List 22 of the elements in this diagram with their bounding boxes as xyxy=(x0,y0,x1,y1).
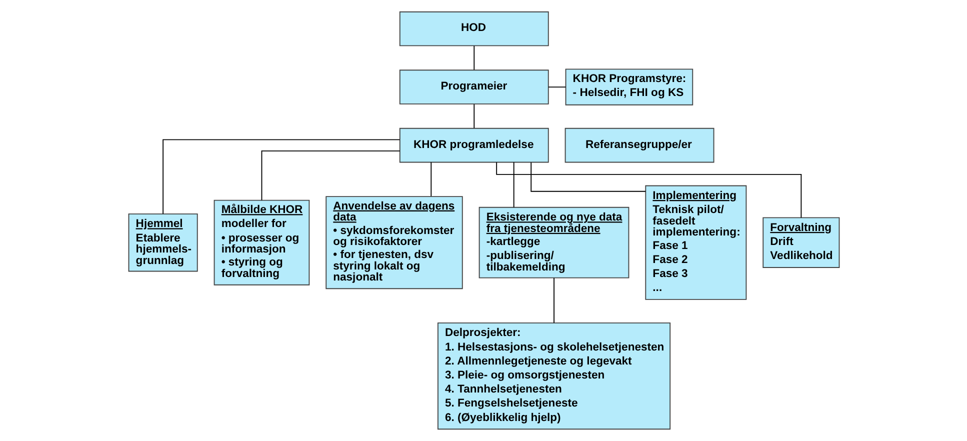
node-box: Programeier xyxy=(398,70,548,104)
node-box: Forvaltning Drift Vedlikehold xyxy=(762,217,840,268)
node-box: Referansegruppe/er xyxy=(564,128,714,163)
connector xyxy=(496,162,802,218)
connector xyxy=(162,139,400,214)
connector xyxy=(473,104,474,129)
node-box: Hjemmel Etablere hjemmels- grunnlag xyxy=(128,213,198,272)
node-box: KHOR Programstyre: - Helsedir, FHI og KS xyxy=(564,68,693,106)
node-box: Målbilde KHOR modeller for • prosesser og informasjon • styring og forvaltning xyxy=(213,200,310,286)
node-box: KHOR programledelse xyxy=(398,128,548,163)
node-box: Implementering Teknisk pilot/ fasedelt implementering: Fase 1 Fase 2 Fase 3 ... xyxy=(644,185,746,300)
node-box: HOD xyxy=(398,11,548,46)
connector xyxy=(553,278,554,324)
connector xyxy=(548,86,566,88)
connector xyxy=(260,150,400,201)
connector xyxy=(473,45,474,70)
connector xyxy=(530,162,646,192)
node-box: Eksisterende og nye data fra tjenesteområdene -kartlegge -publisering/ tilbakemelding xyxy=(478,206,629,278)
connector xyxy=(430,162,432,197)
node-box: Anvendelse av dagens data • sykdomsforekomster og risikofaktorer • for tjenesten, dsv styring lokalt og nasjonalt xyxy=(325,196,462,290)
node-box: Delprosjekter: 1. Helsestasjons- og skolehelsetjenesten 2. Allmennlegetjeneste og legevakt 3. Pleie- og omsorgstjenesten 4. Tannhelsetjenesten 5. Fengselshelsetjeneste 6. (Øyeblikkelig hjelp) xyxy=(436,322,670,430)
connector xyxy=(512,162,514,208)
